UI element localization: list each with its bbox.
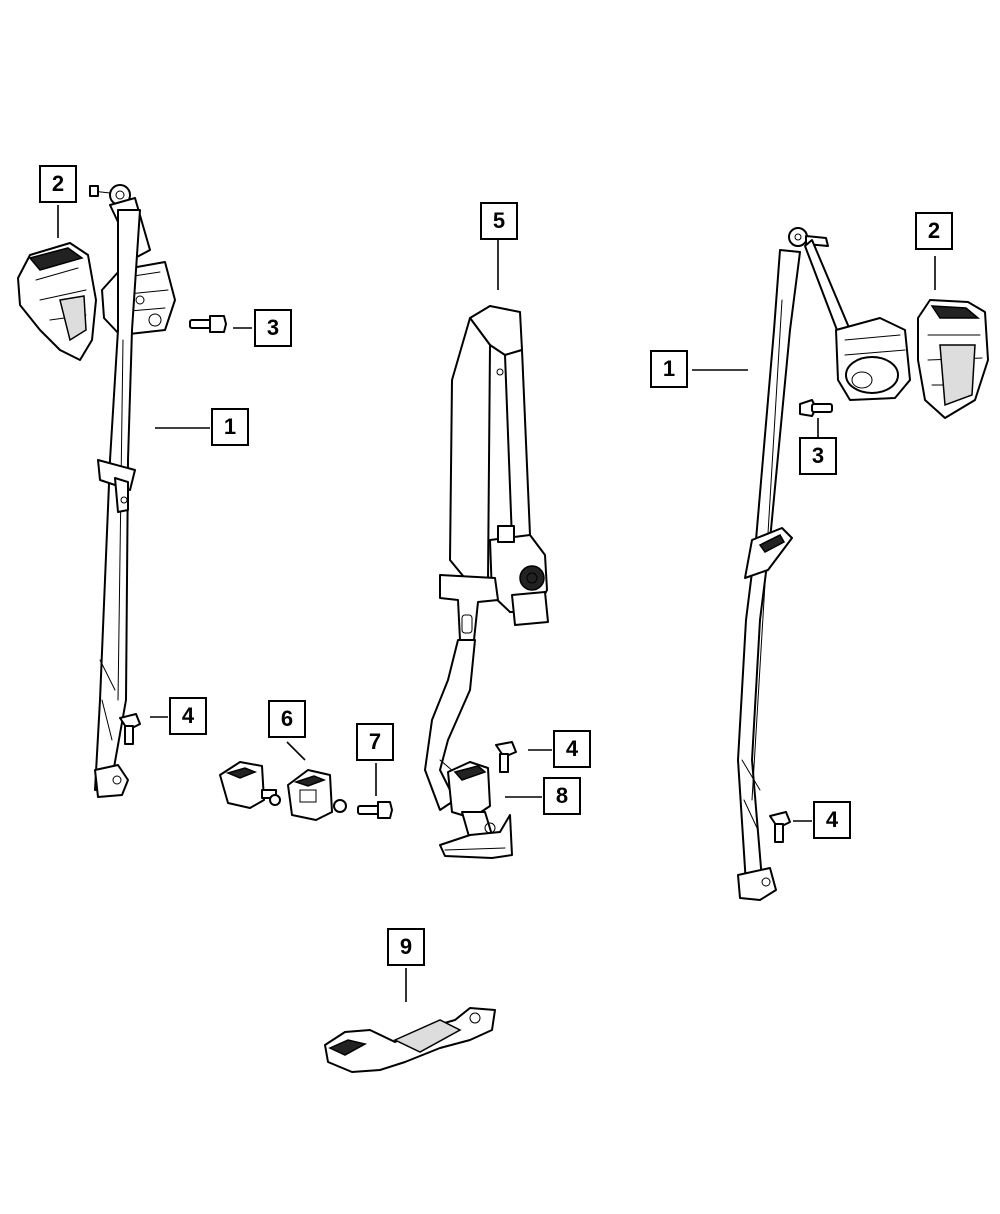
callout-8[interactable]: 8 bbox=[543, 777, 581, 815]
left-bolt-icon-3[interactable] bbox=[189, 315, 227, 333]
right-bolt-icon-3[interactable] bbox=[799, 399, 833, 417]
right-seat-belt-retractor-assembly-icon[interactable] bbox=[737, 227, 911, 901]
callout-4-right[interactable]: 4 bbox=[813, 801, 851, 839]
callout-1-right[interactable]: 1 bbox=[650, 350, 688, 388]
callout-4-left[interactable]: 4 bbox=[169, 697, 207, 735]
callout-7[interactable]: 7 bbox=[356, 723, 394, 761]
center-seat-belt-icon[interactable] bbox=[424, 305, 549, 811]
buckle-icon[interactable] bbox=[219, 761, 347, 821]
right-bolt-icon-4[interactable] bbox=[769, 811, 791, 843]
callout-3-right[interactable]: 3 bbox=[799, 437, 837, 475]
callout-2-left[interactable]: 2 bbox=[39, 165, 77, 203]
center-bolt-icon-4[interactable] bbox=[495, 741, 517, 773]
callout-3-left[interactable]: 3 bbox=[254, 309, 292, 347]
callout-4-center[interactable]: 4 bbox=[553, 730, 591, 768]
right-retractor-cover-icon[interactable] bbox=[917, 299, 989, 419]
seat-belt-extender-icon[interactable] bbox=[324, 1007, 496, 1073]
left-seat-belt-retractor-assembly-icon[interactable] bbox=[89, 184, 176, 798]
leader-lines bbox=[57, 205, 936, 1002]
left-retractor-cover-icon[interactable] bbox=[17, 242, 97, 361]
center-bolt-icon-7[interactable] bbox=[357, 801, 393, 819]
callout-2-right[interactable]: 2 bbox=[915, 212, 953, 250]
callout-5[interactable]: 5 bbox=[480, 202, 518, 240]
callout-9[interactable]: 9 bbox=[387, 928, 425, 966]
left-bolt-icon-4[interactable] bbox=[119, 713, 141, 745]
buckle-assembly-icon[interactable] bbox=[439, 761, 513, 859]
callout-6[interactable]: 6 bbox=[268, 700, 306, 738]
callout-1-left[interactable]: 1 bbox=[211, 408, 249, 446]
